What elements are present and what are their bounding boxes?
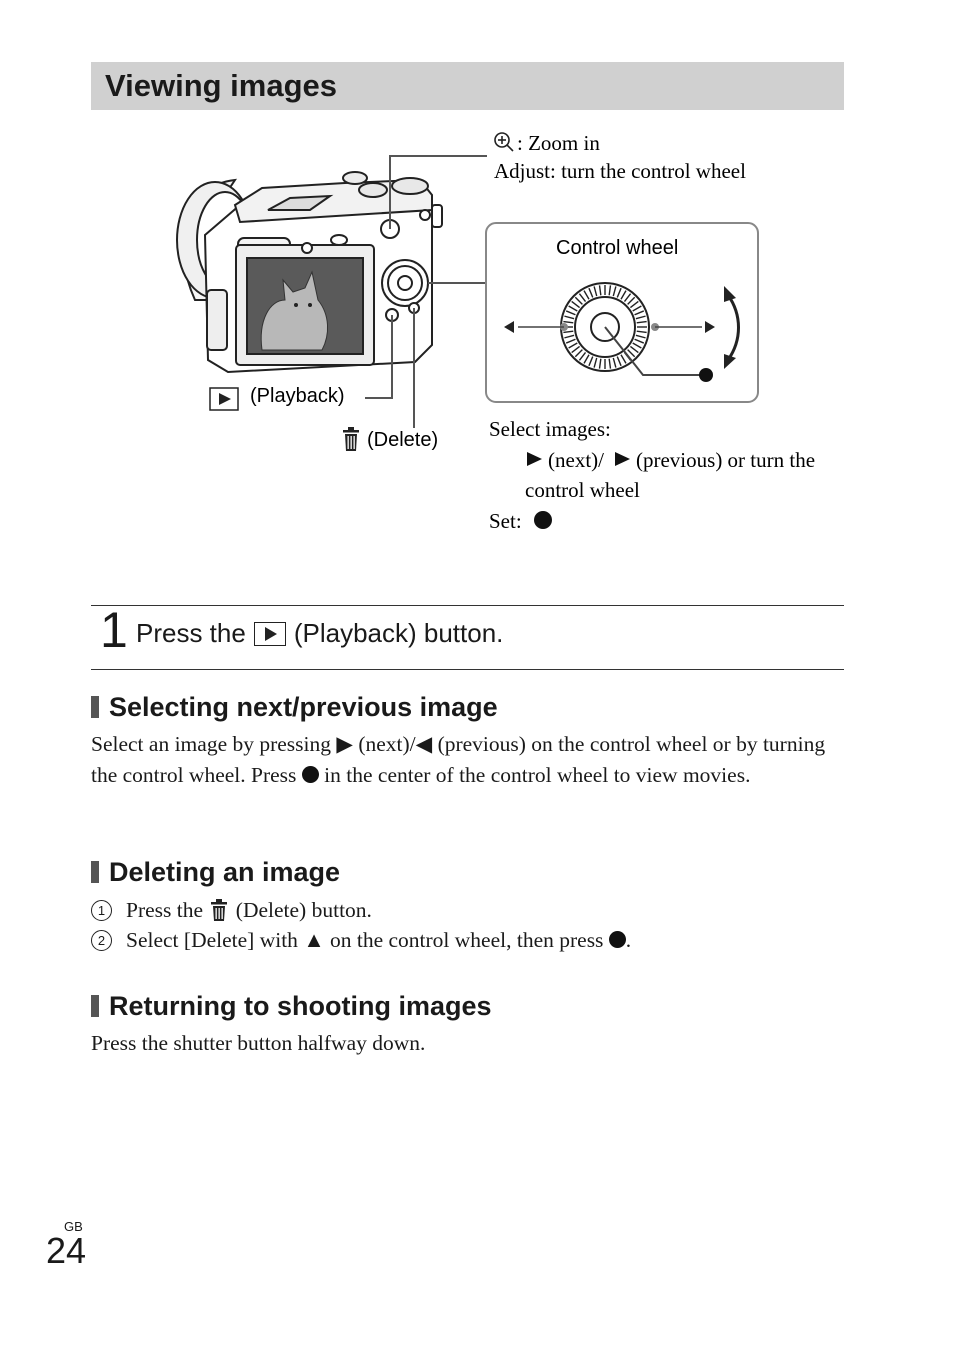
wheel-ridge [612, 286, 617, 297]
up-arrow-icon: ▲ [303, 928, 325, 952]
wheel-ridge [616, 356, 622, 367]
wheel-ridge [588, 356, 594, 367]
next-arrow-icon [705, 321, 715, 333]
select-images-prev: (previous) or turn the [636, 448, 815, 472]
heading-bar [91, 861, 99, 883]
zoom-adjust-label: Adjust: turn the control wheel [494, 159, 746, 183]
select-images-next: (next)/ [548, 448, 604, 472]
playback-label: (Playback) [250, 385, 344, 407]
previous-arrow-icon [615, 452, 630, 466]
wheel-ridge [563, 330, 574, 334]
control-wheel-diagram [504, 282, 740, 382]
region-label: GB [64, 1219, 83, 1234]
select-images-label: Select images: [489, 417, 611, 441]
delete-icon [343, 427, 359, 451]
center-dot-icon [608, 931, 626, 948]
playback-icon [253, 622, 286, 646]
step-top-rule [91, 605, 844, 606]
wheel-ridge [578, 293, 587, 303]
selecting-paragraph: Select an image by pressing ▶ (next)/◀ (… [91, 732, 826, 787]
callout-lines [365, 155, 487, 428]
camera-figure: : Zoom in Adjust: turn the control wheel… [176, 131, 815, 533]
center-dot-icon [699, 368, 713, 382]
page-number: 24 [46, 1230, 87, 1271]
wheel-ridge [612, 357, 617, 368]
wheel-ridge [574, 349, 583, 358]
select-images-cont: control wheel [525, 478, 640, 502]
delete-icon [211, 899, 228, 921]
wheel-ridge [627, 349, 636, 358]
step-text-before: Press the [136, 618, 246, 648]
wheel-ridge [632, 342, 642, 349]
section-heading-deleting: Deleting an image [91, 855, 340, 889]
step-text: Press the (Playback) button. [136, 616, 503, 650]
step-number-circle: 1 [91, 900, 112, 921]
wheel-ridge [568, 305, 578, 312]
wheel-ridge [634, 310, 645, 316]
set-label: Set: [489, 509, 522, 533]
wheel-ridge [568, 342, 578, 349]
wheel-ridge [578, 351, 587, 361]
wheel-ridge [627, 296, 636, 305]
page-title: Viewing images [105, 68, 338, 103]
step-number: 1 [100, 602, 128, 658]
wheel-ridge [598, 285, 602, 296]
wheel-ridge [565, 310, 576, 316]
wheel-ridge [629, 345, 639, 354]
wheel-ridge [574, 296, 583, 305]
wheel-ridge [608, 358, 612, 369]
next-arrow-icon: ▶ [336, 732, 353, 756]
step-text-after: (Playback) button. [293, 618, 504, 648]
wheel-ridge [593, 357, 598, 368]
wheel-ridge [620, 354, 627, 364]
step-bottom-rule [91, 669, 844, 670]
center-dot-icon [534, 511, 552, 529]
wheel-ridge [563, 320, 574, 324]
section-title-bar: Viewing images [91, 62, 844, 110]
wheel-ridge [634, 338, 645, 344]
wheel-ridge [583, 290, 590, 300]
returning-paragraph: Press the shutter button halfway down. [91, 1031, 426, 1055]
wheel-ridge [564, 334, 575, 339]
wheel-ridge [620, 290, 627, 300]
wheel-ridge [593, 286, 598, 297]
previous-arrow-icon: ◀ [415, 732, 433, 756]
wheel-ridge [571, 345, 581, 354]
heading-bar [91, 696, 99, 718]
wheel-ridge [616, 287, 622, 298]
previous-arrow-icon [504, 321, 514, 333]
wheel-ridge [636, 320, 647, 324]
wheel-ridge [635, 315, 646, 320]
wheel-ridge [598, 358, 602, 369]
camera-illustration [176, 171, 443, 374]
wheel-ridge [588, 287, 594, 298]
center-dot-icon [301, 765, 319, 783]
step-number-circle: 2 [91, 930, 112, 951]
wheel-ridge [565, 338, 576, 344]
wheel-ridge [564, 315, 575, 320]
next-arrow-icon [527, 452, 542, 466]
wheel-ridge [571, 300, 581, 309]
zoom-in-icon [494, 132, 514, 152]
wheel-ridge [583, 354, 590, 364]
wheel-ridge [635, 334, 646, 339]
delete-label: (Delete) [367, 429, 438, 451]
playback-icon [209, 387, 239, 411]
wheel-ridge [632, 305, 642, 312]
control-wheel-label: Control wheel [556, 237, 678, 259]
zoom-label: : Zoom in [517, 131, 600, 155]
wheel-ridge [636, 330, 647, 334]
wheel-ridge [623, 293, 632, 303]
heading-bar [91, 995, 99, 1017]
section-heading-returning: Returning to shooting images [91, 989, 492, 1023]
wheel-ridge [608, 285, 612, 296]
wheel-ridge [629, 300, 639, 309]
section-heading-selecting: Selecting next/previous image [91, 690, 498, 724]
